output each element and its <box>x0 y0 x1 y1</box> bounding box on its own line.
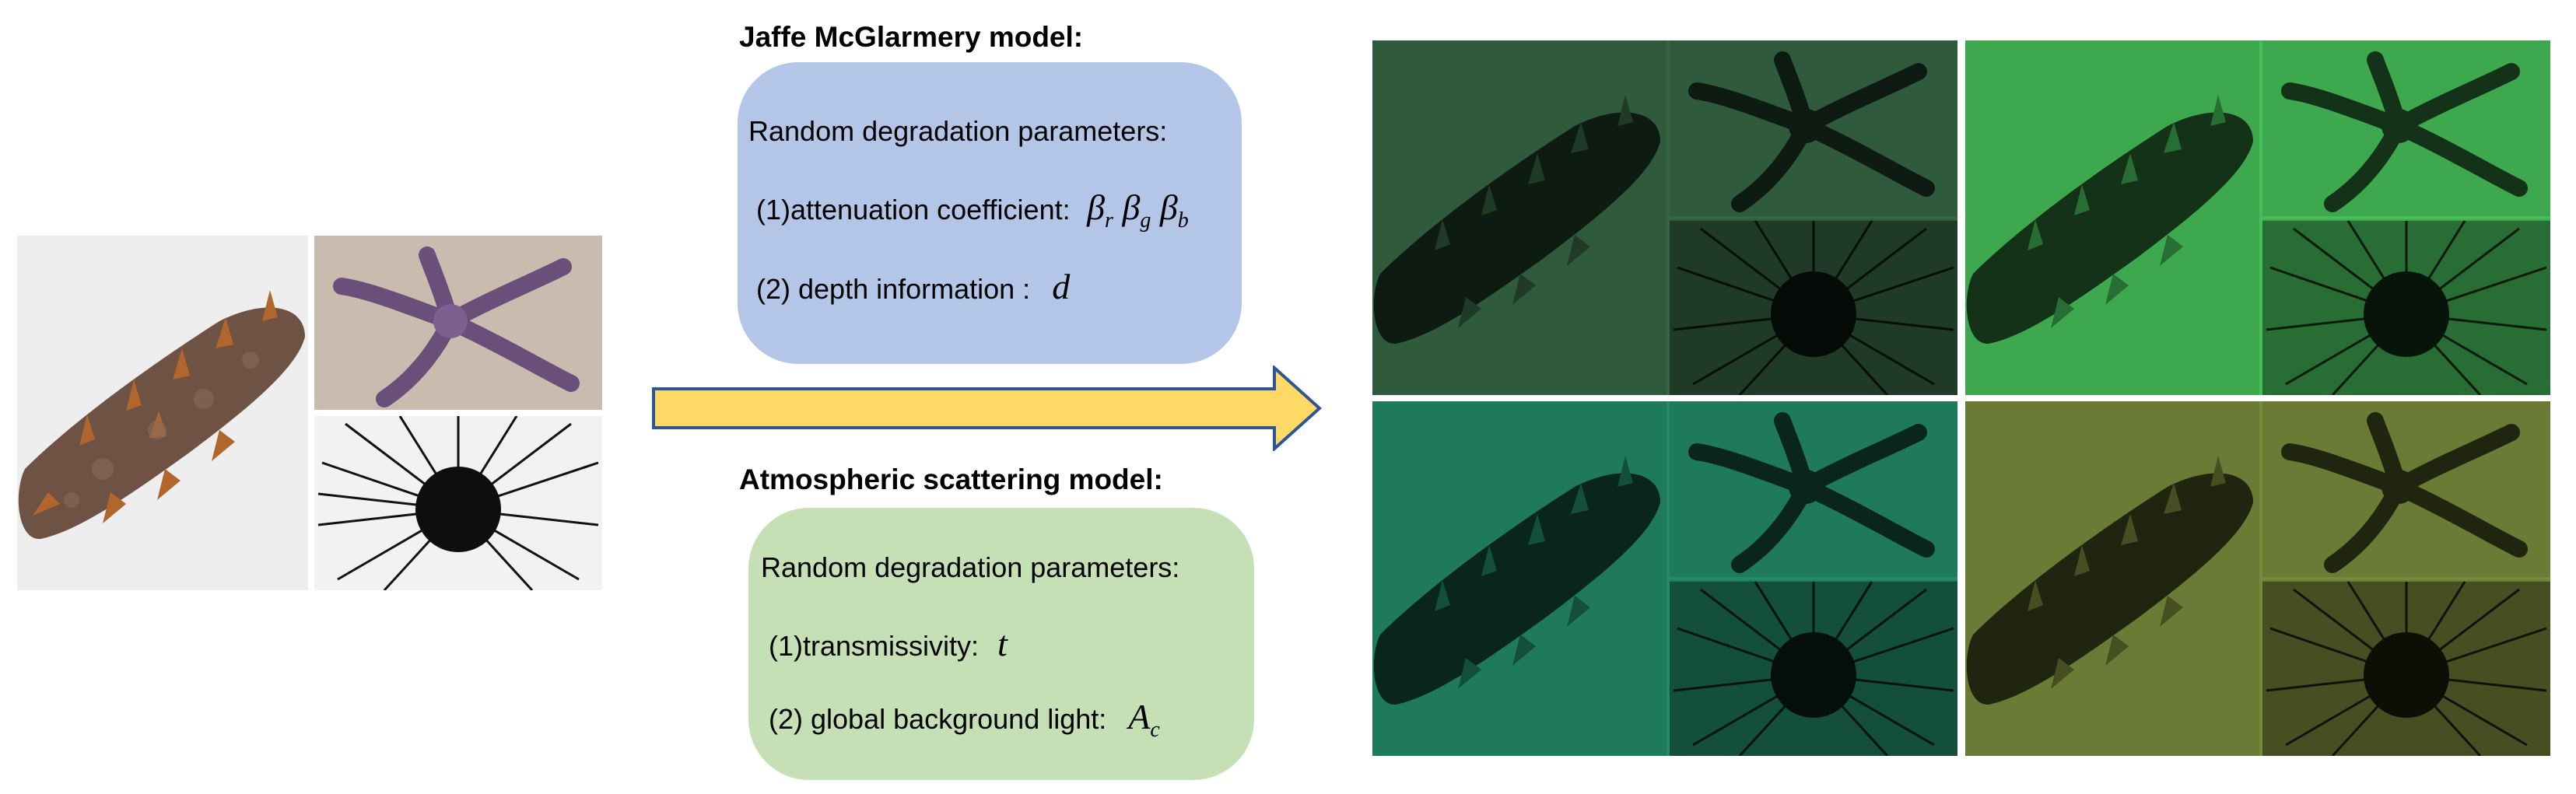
atmo-param1-label: (1)transmissivity: <box>769 630 980 662</box>
input-image-composite <box>17 236 602 590</box>
jaffe-param2-label: (2) depth information : <box>756 273 1031 305</box>
output-image-olive <box>1965 401 2550 756</box>
atmo-param2-label: (2) global background light: <box>769 703 1107 735</box>
atmospheric-model-title: Atmospheric scattering model: <box>739 463 1163 495</box>
output-image-teal <box>1372 401 1957 756</box>
output-image-dark-green <box>1372 40 1957 395</box>
atmo-params-heading: Random degradation parameters: <box>761 551 1180 583</box>
atmo-param-transmissivity: (1)transmissivity: t <box>769 623 1008 664</box>
attenuation-symbols: βr βg βb <box>1087 187 1189 233</box>
jaffe-params-heading: Random degradation parameters: <box>748 115 1168 147</box>
starfish-image <box>314 236 602 410</box>
jaffe-params-box: Random degradation parameters: (1)attenu… <box>738 62 1242 364</box>
jaffe-param1-label: (1)attenuation coefficient: <box>756 194 1071 226</box>
jaffe-param-depth: (2) depth information : d <box>756 266 1070 307</box>
transform-arrow <box>652 366 1322 451</box>
jaffe-param-attenuation: (1)attenuation coefficient: βr βg βb <box>756 187 1189 233</box>
depth-symbol: d <box>1052 267 1071 306</box>
background-light-symbol: Ac <box>1128 697 1160 743</box>
jaffe-model-title: Jaffe McGlarmery model: <box>739 21 1084 53</box>
atmo-param-background-light: (2) global background light: Ac <box>769 696 1160 743</box>
sea-urchin-image <box>314 416 602 590</box>
atmospheric-params-box: Random degradation parameters: (1)transm… <box>748 508 1254 780</box>
sea-cucumber-image <box>17 236 308 590</box>
output-image-bright-green <box>1965 40 2550 395</box>
transmissivity-symbol: t <box>997 624 1008 663</box>
